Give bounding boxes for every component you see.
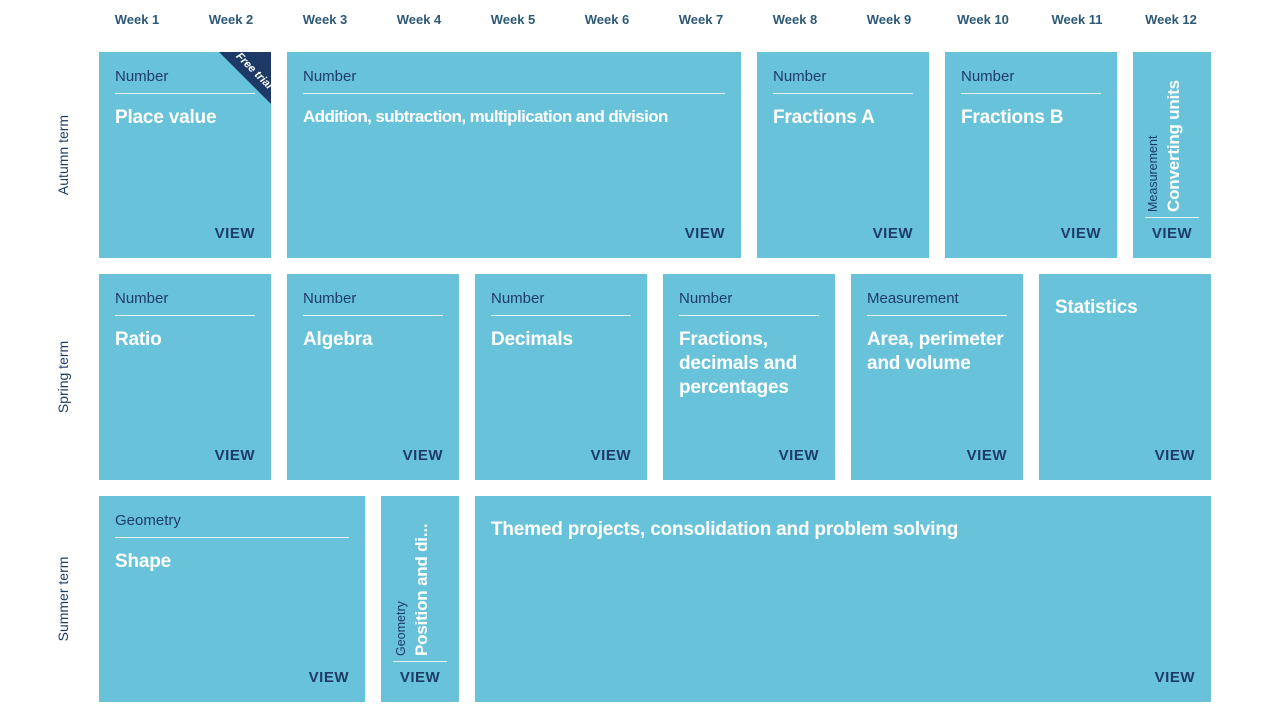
view-link[interactable]: VIEW (966, 447, 1007, 464)
unit-category: Number (961, 68, 1101, 94)
unit-title: Fractions B (961, 107, 1064, 128)
view-link[interactable]: VIEW (308, 669, 349, 686)
vertical-text-block: Measurement Converting units (1146, 64, 1198, 212)
unit-category: Measurement (867, 290, 1007, 316)
view-link[interactable]: VIEW (1154, 447, 1195, 464)
unit-title: Statistics (1055, 297, 1138, 318)
week-label: Week 4 (396, 12, 442, 27)
view-link[interactable]: VIEW (872, 225, 913, 242)
unit-title: Algebra (303, 329, 373, 350)
unit-card-area-perimeter-volume: Measurement Area, perimeter and volume V… (851, 274, 1023, 480)
unit-title: Converting units (1164, 80, 1183, 212)
week-label: Week 5 (490, 12, 536, 27)
unit-card-fractions-decimals-percentages: Number Fractions, decimals and percentag… (663, 274, 835, 480)
view-link[interactable]: VIEW (214, 225, 255, 242)
unit-category: Number (679, 290, 819, 316)
unit-category: Geometry (115, 512, 349, 538)
spring-cards: Number Ratio VIEW Number Algebra VIEW Nu… (99, 274, 1211, 480)
term-label-autumn: Autumn term (55, 114, 71, 196)
summer-cards: Geometry Shape VIEW Geometry Position an… (99, 496, 1211, 702)
week-label: Week 10 (957, 12, 1009, 27)
free-trial-ribbon: Free trial (219, 52, 271, 104)
week-label: Week 1 (114, 12, 160, 27)
unit-category: Number (303, 68, 725, 94)
unit-card-algebra: Number Algebra VIEW (287, 274, 459, 480)
view-link[interactable]: VIEW (590, 447, 631, 464)
unit-category: Number (115, 68, 255, 94)
autumn-cards: Number Place value VIEW Free trial Numbe… (99, 52, 1211, 258)
week-label: Week 12 (1145, 12, 1197, 27)
spring-term-row: Spring term Number Ratio VIEW Number Alg… (0, 274, 1280, 480)
unit-card-statistics: Statistics VIEW (1039, 274, 1211, 480)
unit-card-addition-subtraction-multiplication-division: Number Addition, subtraction, multiplica… (287, 52, 741, 258)
unit-category: Number (773, 68, 913, 94)
unit-card-fractions-b: Number Fractions B VIEW (945, 52, 1117, 258)
view-link[interactable]: VIEW (214, 447, 255, 464)
week-label: Week 2 (208, 12, 254, 27)
view-link[interactable]: VIEW (684, 225, 725, 242)
unit-title: Place value (115, 107, 217, 128)
view-link[interactable]: VIEW (1151, 225, 1193, 242)
unit-card-position-and-direction: Geometry Position and di... VIEW (381, 496, 459, 702)
free-trial-label: Free trial (233, 52, 271, 92)
summer-term-row: Summer term Geometry Shape VIEW Geometry… (0, 496, 1280, 702)
unit-title: Themed projects, consolidation and probl… (491, 519, 959, 540)
view-link[interactable]: VIEW (402, 447, 443, 464)
week-header: Week 1 Week 2 Week 3 Week 4 Week 5 Week … (90, 12, 1218, 27)
unit-title: Addition, subtraction, multiplication an… (303, 107, 668, 126)
unit-category: Number (491, 290, 631, 316)
unit-title: Position and di... (412, 523, 431, 656)
unit-title: Ratio (115, 329, 162, 350)
unit-card-shape: Geometry Shape VIEW (99, 496, 365, 702)
unit-card-decimals: Number Decimals VIEW (475, 274, 647, 480)
week-label: Week 8 (772, 12, 818, 27)
unit-title: Fractions, decimals and percentages (679, 329, 797, 398)
view-link[interactable]: VIEW (1154, 669, 1195, 686)
unit-card-ratio: Number Ratio VIEW (99, 274, 271, 480)
vertical-text-block: Geometry Position and di... (394, 508, 446, 656)
view-link[interactable]: VIEW (778, 447, 819, 464)
week-label: Week 3 (302, 12, 348, 27)
unit-title: Shape (115, 551, 172, 572)
term-label-spring: Spring term (55, 340, 71, 414)
unit-card-place-value: Number Place value VIEW Free trial (99, 52, 271, 258)
term-label-summer: Summer term (55, 556, 71, 642)
unit-title: Fractions A (773, 107, 875, 128)
divider-line (1145, 217, 1199, 218)
week-label: Week 7 (678, 12, 724, 27)
unit-category: Geometry (394, 601, 408, 656)
view-link[interactable]: VIEW (399, 669, 441, 686)
view-link[interactable]: VIEW (1060, 225, 1101, 242)
unit-card-converting-units: Measurement Converting units VIEW (1133, 52, 1211, 258)
unit-title: Decimals (491, 329, 573, 350)
week-label: Week 9 (866, 12, 912, 27)
unit-card-themed-projects: Themed projects, consolidation and probl… (475, 496, 1211, 702)
unit-category: Measurement (1146, 135, 1160, 212)
divider-line (393, 661, 447, 662)
unit-category: Number (303, 290, 443, 316)
unit-card-fractions-a: Number Fractions A VIEW (757, 52, 929, 258)
week-label: Week 6 (584, 12, 630, 27)
unit-title: Area, perimeter and volume (867, 329, 1004, 374)
autumn-term-row: Autumn term Number Place value VIEW Free… (0, 52, 1280, 258)
unit-category: Number (115, 290, 255, 316)
week-label: Week 11 (1051, 12, 1103, 27)
